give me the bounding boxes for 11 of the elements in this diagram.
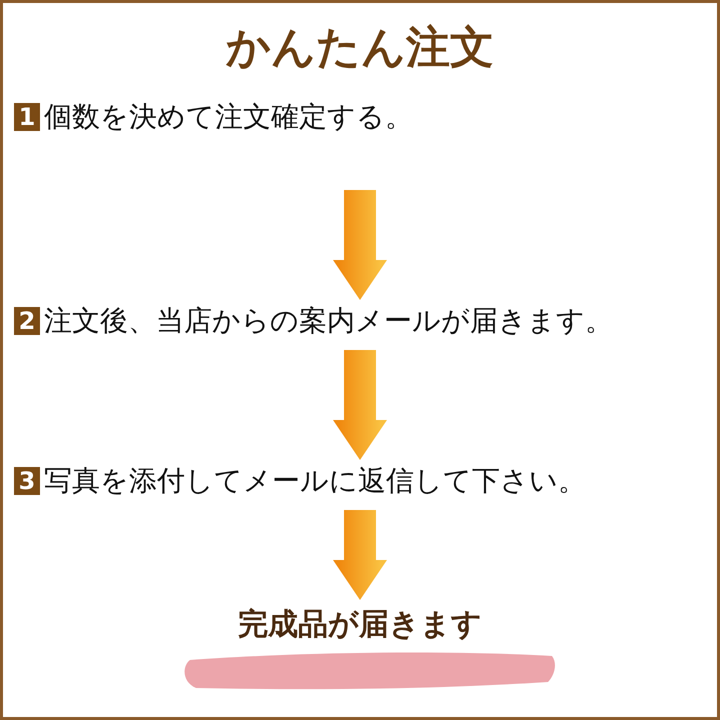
result-text: 完成品が届きます	[237, 606, 483, 644]
step-text: 注文後、当店からの案内メールが届きます。	[44, 304, 613, 338]
arrow	[333, 510, 387, 600]
arrow	[333, 350, 387, 460]
arrow	[333, 190, 387, 300]
step-number: 1	[14, 103, 40, 131]
step-number: 3	[14, 467, 40, 495]
step-text: 個数を決めて注文確定する。	[44, 100, 413, 134]
step-number: 2	[14, 307, 40, 335]
title: かんたん注文	[225, 21, 495, 75]
step-text: 写真を添付してメールに返信して下さい。	[44, 464, 586, 498]
